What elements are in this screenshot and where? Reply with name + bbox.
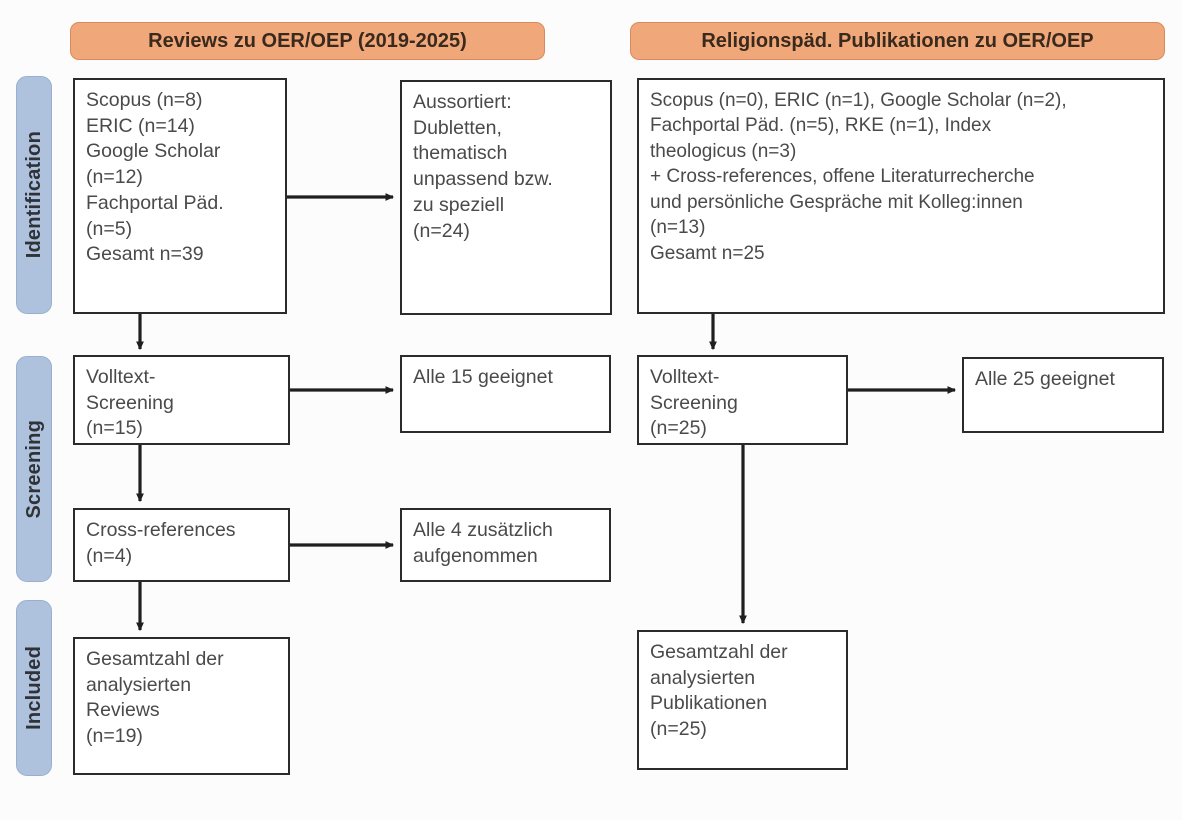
box-left-excluded: Aussortiert: Dubletten, thematisch unpas… <box>400 80 612 315</box>
stage-label-included: Included <box>22 646 45 730</box>
box-right-fulltext-result: Alle 25 geeignet <box>962 357 1164 433</box>
box-left-crossrefs-result: Alle 4 zusätzlich aufgenommen <box>400 508 611 582</box>
column-header-religionspaed: Religionspäd. Publikationen zu OER/OEP <box>630 22 1165 60</box>
stage-label-identification: Identification <box>22 131 45 259</box>
stage-label-screening: Screening <box>22 419 45 519</box>
column-header-reviews: Reviews zu OER/OEP (2019-2025) <box>70 22 545 60</box>
box-right-included: Gesamtzahl der analysierten Publikatione… <box>637 630 848 770</box>
box-right-sources: Scopus (n=0), ERIC (n=1), Google Scholar… <box>637 78 1165 314</box>
box-left-crossrefs: Cross-references (n=4) <box>73 508 290 582</box>
box-left-included: Gesamtzahl der analysierten Reviews (n=1… <box>73 637 290 775</box>
box-left-fulltext-result: Alle 15 geeignet <box>400 355 611 433</box>
stage-pill-included: Included <box>16 600 52 776</box>
box-left-fulltext-screening: Volltext- Screening (n=15) <box>73 355 290 445</box>
stage-pill-screening: Screening <box>16 356 52 582</box>
box-left-sources: Scopus (n=8) ERIC (n=14) Google Scholar … <box>73 78 287 314</box>
box-right-fulltext-screening: Volltext- Screening (n=25) <box>637 355 848 445</box>
stage-pill-identification: Identification <box>16 76 52 314</box>
